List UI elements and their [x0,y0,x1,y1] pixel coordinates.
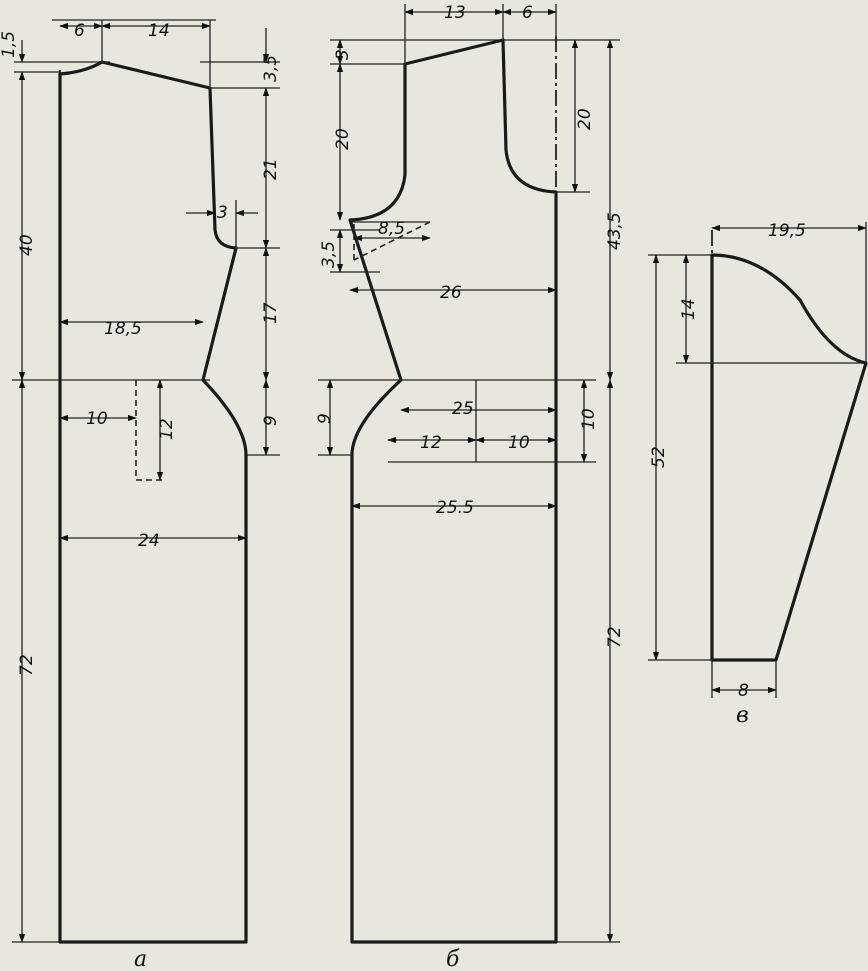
pattern-v: 19,5 14 52 8 в [648,221,868,728]
b-dim-20-right: 20 [575,108,595,130]
v-dim-14: 14 [679,298,699,320]
a-dim-18-5: 18,5 [104,319,142,339]
a-dim-3: 3 [217,203,228,223]
pattern-b-caption: б [446,947,460,971]
b-dim-10-right: 10 [579,408,599,430]
a-dim-40: 40 [17,234,37,256]
v-dim-52: 52 [649,446,669,468]
v-dim-19-5: 19,5 [768,221,806,241]
b-dim-13: 13 [444,3,466,23]
a-dim-6: 6 [74,21,85,41]
b-dim-6: 6 [522,3,533,23]
pattern-v-outline [710,253,868,662]
pattern-v-caption: в [736,703,749,728]
v-dim-8: 8 [738,681,749,701]
a-dim-14: 14 [148,21,170,41]
b-dim-72: 72 [605,626,625,648]
b-dim-25-5: 25.5 [436,498,474,518]
b-dim-43-5: 43,5 [605,212,625,250]
b-dim-10-inner: 10 [508,433,530,453]
a-dim-17: 17 [261,302,281,324]
b-dim-3-5: 3,5 [319,241,339,268]
b-dim-12: 12 [420,433,442,453]
a-dim-1-5: 1,5 [0,31,19,58]
a-dim-9: 9 [261,415,281,426]
pattern-a-outline [58,60,248,944]
b-dim-8-5: 8,5 [378,219,405,239]
a-dim-24: 24 [138,531,160,551]
a-dim-21: 21 [261,158,281,180]
pattern-a: 6 14 1,5 3,5 21 17 9 3 40 72 18,5 [0,19,281,971]
a-dim-3-5: 3,5 [261,55,281,82]
a-dim-12: 12 [157,418,177,440]
b-dim-9: 9 [315,413,335,424]
pattern-b: 13 6 3 20 20 43,5 72 8,5 3,5 26 [315,3,625,971]
b-dim-20-left: 20 [333,128,353,150]
b-dim-25: 25 [452,399,474,419]
a-dim-10: 10 [86,409,108,429]
a-dim-72: 72 [17,654,37,676]
pattern-a-caption: а [134,947,147,971]
pattern-b-outline [348,38,558,944]
b-dim-3: 3 [333,49,353,60]
b-dim-26: 26 [440,283,462,303]
